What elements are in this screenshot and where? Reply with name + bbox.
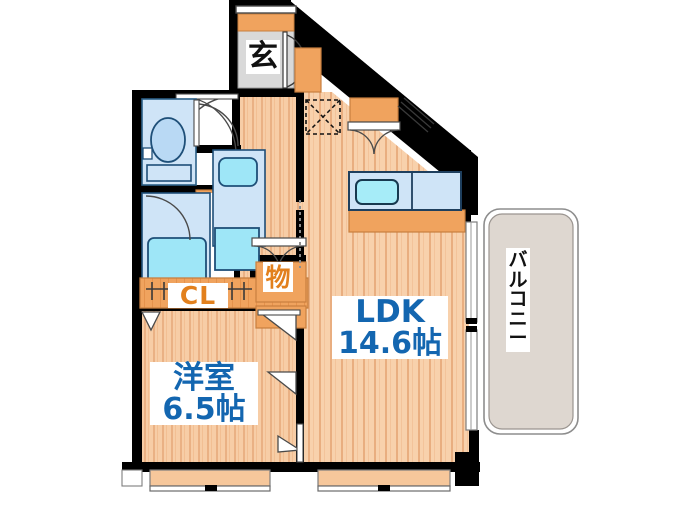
bedroom-name: 洋室 (173, 360, 235, 396)
balcony-char-1: ル (508, 268, 528, 291)
kitchen-area (347, 97, 466, 233)
balcony-sliding-doors (465, 221, 478, 431)
balcony-area (483, 208, 579, 435)
room-label-closet: CL (168, 281, 228, 310)
structural-column-marker (305, 99, 341, 135)
ldk-name: LDK (355, 294, 425, 330)
room-label-entrance: 玄 (246, 39, 280, 74)
bedroom-size: 6.5帖 (162, 392, 246, 428)
room-label-ldk: LDK 14.6帖 (332, 296, 448, 359)
bedroom-doors (140, 309, 304, 463)
balcony-char-3: ニ (508, 307, 528, 330)
ldk-size: 14.6帖 (337, 326, 443, 362)
room-label-balcony: バ ル コ ニ ー (506, 248, 530, 352)
bottom-windows (121, 469, 451, 492)
room-label-storage: 物 (263, 262, 293, 292)
balcony-char-0: バ (508, 249, 528, 271)
balcony-char-2: コ (508, 288, 528, 311)
room-label-bedroom: 洋室 6.5帖 (150, 362, 258, 425)
washroom-bath (141, 149, 266, 303)
balcony-char-4: ー (508, 327, 528, 350)
